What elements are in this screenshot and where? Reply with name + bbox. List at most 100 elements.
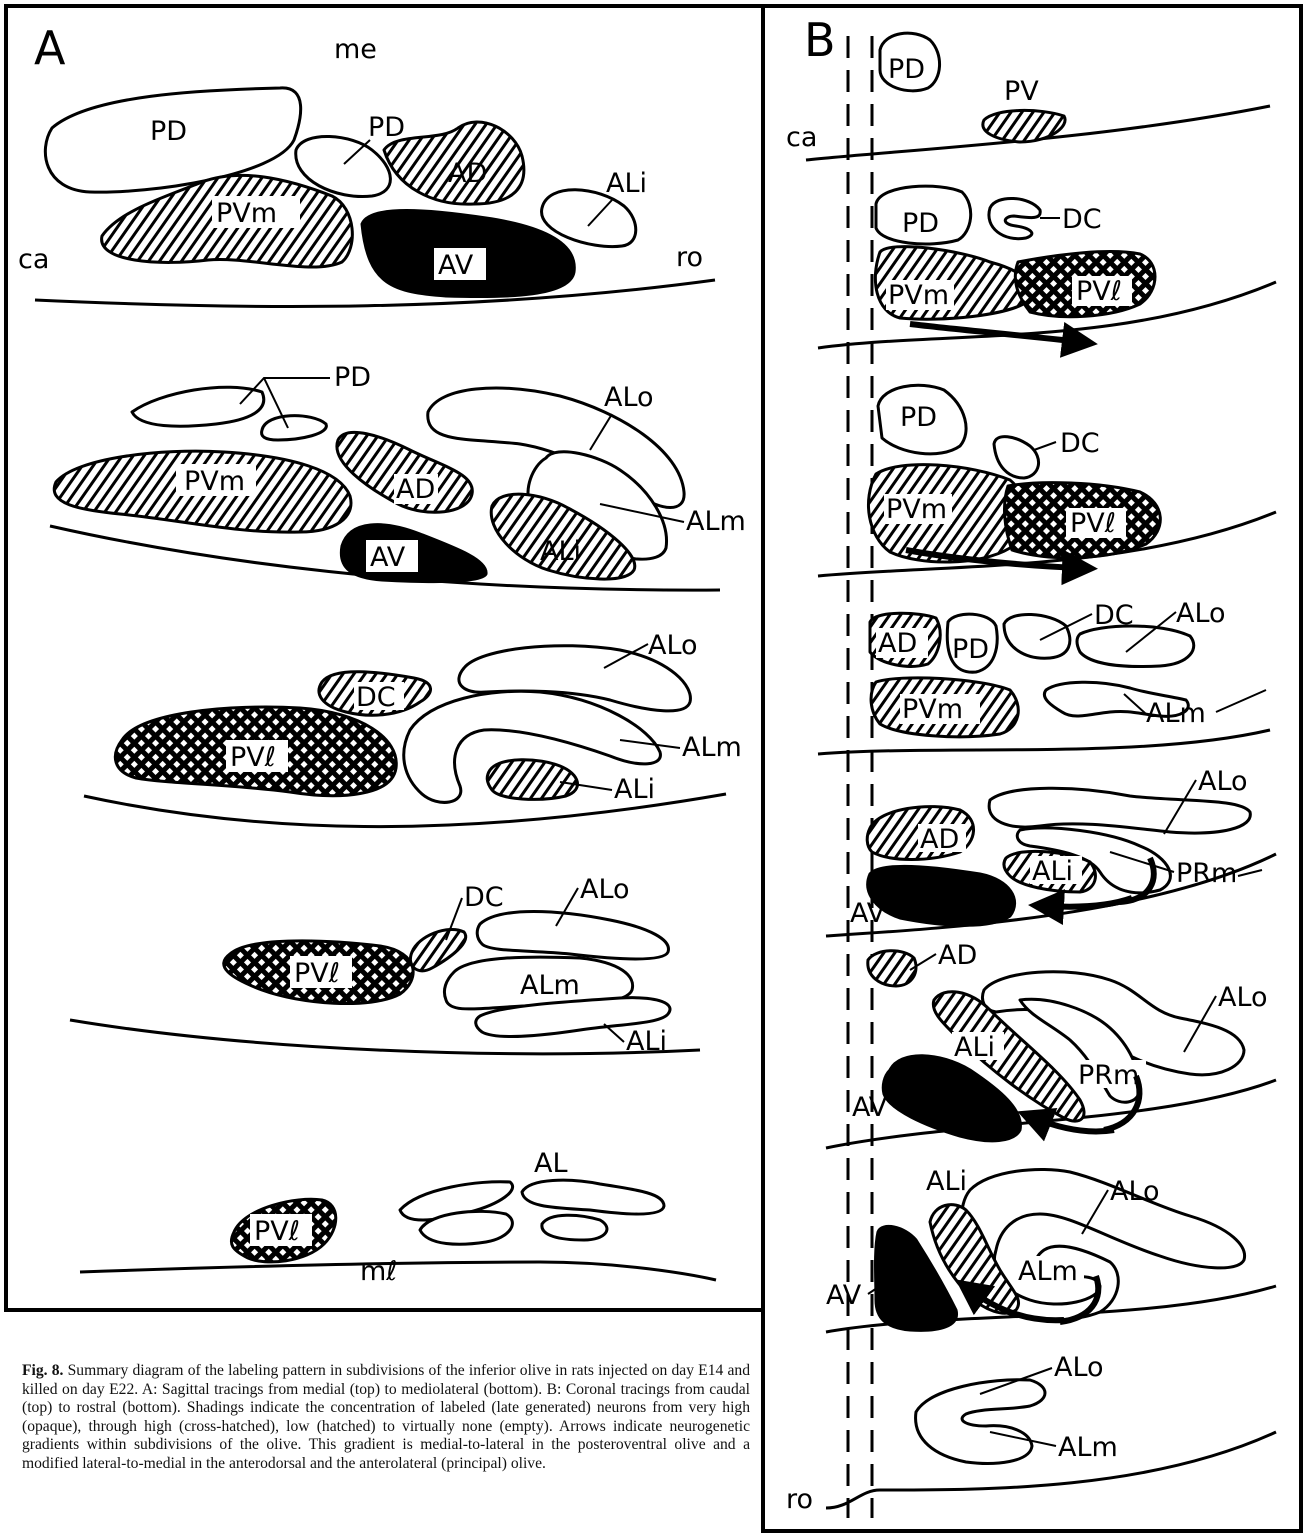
label-prm: PRm xyxy=(1176,858,1237,889)
ventral-surface-line xyxy=(818,730,1270,754)
panel-b: B ca ro PD PV PD DC PVm PVℓ xyxy=(786,13,1276,1518)
al-outline xyxy=(542,1215,607,1240)
sagittal-section-2: PD ALo PVm AD ALi ALm AV xyxy=(50,362,746,590)
dc-shape xyxy=(410,929,465,970)
label-dc: DC xyxy=(464,882,504,913)
label-av: AV xyxy=(370,542,406,573)
label-pd: PD xyxy=(368,112,405,143)
label-alm: ALm xyxy=(682,732,742,763)
figure-caption: Fig. 8. Summary diagram of the labeling … xyxy=(22,1362,750,1530)
label-alo: ALo xyxy=(580,874,630,905)
coronal-section-6: AD ALo ALi PRm AV xyxy=(826,940,1276,1148)
pd-outline xyxy=(262,416,327,440)
label-ali: ALi xyxy=(1032,856,1073,887)
coronal-section-1: PD PV xyxy=(806,33,1270,160)
orientation-caudal: ca xyxy=(18,244,49,275)
label-ad: AD xyxy=(878,628,917,659)
coronal-section-3: PD DC PVm PVℓ xyxy=(818,385,1276,576)
label-alm: ALm xyxy=(1146,698,1206,729)
label-alo: ALo xyxy=(1218,982,1268,1013)
coronal-section-5: ALo AD ALi PRm AV xyxy=(826,766,1276,936)
coronal-section-8: ALo ALm xyxy=(826,1352,1276,1508)
label-ali: ALi xyxy=(926,1166,967,1197)
label-alm: ALm xyxy=(520,970,580,1001)
label-pvl: PVℓ xyxy=(294,958,340,989)
label-alm: ALm xyxy=(1018,1256,1078,1287)
label-pd: PD xyxy=(334,362,371,393)
orientation-medial: me xyxy=(334,34,377,65)
label-alo: ALo xyxy=(648,630,698,661)
gradient-arrow xyxy=(1046,898,1132,907)
label-pvl: PVℓ xyxy=(230,742,276,773)
caption-fig-label: Fig. 8. xyxy=(22,1362,63,1379)
label-pvm: PVm xyxy=(216,198,277,229)
av-shape xyxy=(868,866,1015,925)
dc-outline xyxy=(994,437,1039,478)
label-alo: ALo xyxy=(604,382,654,413)
label-av: AV xyxy=(826,1280,862,1311)
label-ali: ALi xyxy=(954,1032,995,1063)
label-av: AV xyxy=(850,898,886,929)
orientation-rostral: ro xyxy=(786,1484,813,1515)
label-pvm: PVm xyxy=(902,694,963,725)
sagittal-section-3: ALo DC ALm PVℓ ALi xyxy=(84,630,742,827)
label-dc: DC xyxy=(1062,204,1102,235)
label-pd: PD xyxy=(150,116,187,147)
orientation-rostral: ro xyxy=(676,242,703,273)
sagittal-section-1: PD PD AD ALi PVm AV xyxy=(35,88,715,307)
label-alo: ALo xyxy=(1054,1352,1104,1383)
label-pvl: PVℓ xyxy=(1076,276,1122,307)
ali-shape xyxy=(487,760,577,800)
label-alm: ALm xyxy=(686,506,746,537)
label-alo: ALo xyxy=(1110,1176,1160,1207)
label-ali: ALi xyxy=(540,536,581,567)
label-pd: PD xyxy=(888,54,925,85)
label-ali: ALi xyxy=(626,1026,667,1057)
label-pvm: PVm xyxy=(886,494,947,525)
sagittal-section-4: DC ALo PVℓ ALm ALi xyxy=(70,874,700,1057)
label-pvl: PVℓ xyxy=(254,1216,300,1247)
orientation-mediolateral: mℓ xyxy=(360,1256,397,1287)
label-av: AV xyxy=(438,250,474,281)
label-ad: AD xyxy=(938,940,977,971)
dc-outline xyxy=(989,198,1040,238)
label-pvl: PVℓ xyxy=(1070,508,1116,539)
label-dc: DC xyxy=(356,682,396,713)
label-pd: PD xyxy=(902,208,939,239)
coronal-section-2: PD DC PVm PVℓ xyxy=(818,186,1276,348)
label-pvm: PVm xyxy=(184,466,245,497)
label-dc: DC xyxy=(1060,428,1100,459)
al-outline xyxy=(522,1180,664,1214)
label-av: AV xyxy=(852,1092,888,1123)
label-pv: PV xyxy=(1004,76,1039,107)
label-ad: AD xyxy=(396,474,435,505)
alo-outline xyxy=(1077,626,1194,666)
label-pvm: PVm xyxy=(888,280,949,311)
alo-outline xyxy=(916,1380,1045,1464)
ventral-surface-line xyxy=(80,1262,716,1280)
coronal-section-4: DC ALo AD PD PVm ALm xyxy=(818,598,1270,754)
label-ali: ALi xyxy=(606,168,647,199)
coronal-section-7: ALi ALo ALm AV xyxy=(826,1166,1276,1332)
label-al: AL xyxy=(534,1148,568,1179)
orientation-caudal: ca xyxy=(786,122,817,153)
dc-outline xyxy=(1004,614,1070,658)
ventral-surface-line xyxy=(826,1432,1276,1508)
sagittal-section-5: AL PVℓ xyxy=(80,1148,716,1280)
label-alm: ALm xyxy=(1058,1432,1118,1463)
ventral-surface-line xyxy=(35,280,715,307)
label-prm: PRm xyxy=(1078,1060,1139,1091)
panel-a-letter: A xyxy=(34,21,66,75)
label-ad: AD xyxy=(920,824,959,855)
label-pd: PD xyxy=(952,634,989,665)
label-alo: ALo xyxy=(1198,766,1248,797)
panel-a: A me ca ro mℓ PD PD AD ALi PVm AV xyxy=(18,21,746,1287)
label-ad: AD xyxy=(448,158,487,189)
dc-leader-line xyxy=(1034,442,1056,450)
panel-b-letter: B xyxy=(804,13,836,67)
pd-outline xyxy=(132,387,264,426)
ad-shape xyxy=(868,951,916,986)
alo-outline xyxy=(477,912,668,960)
caption-text: Summary diagram of the labeling pattern … xyxy=(22,1362,750,1472)
